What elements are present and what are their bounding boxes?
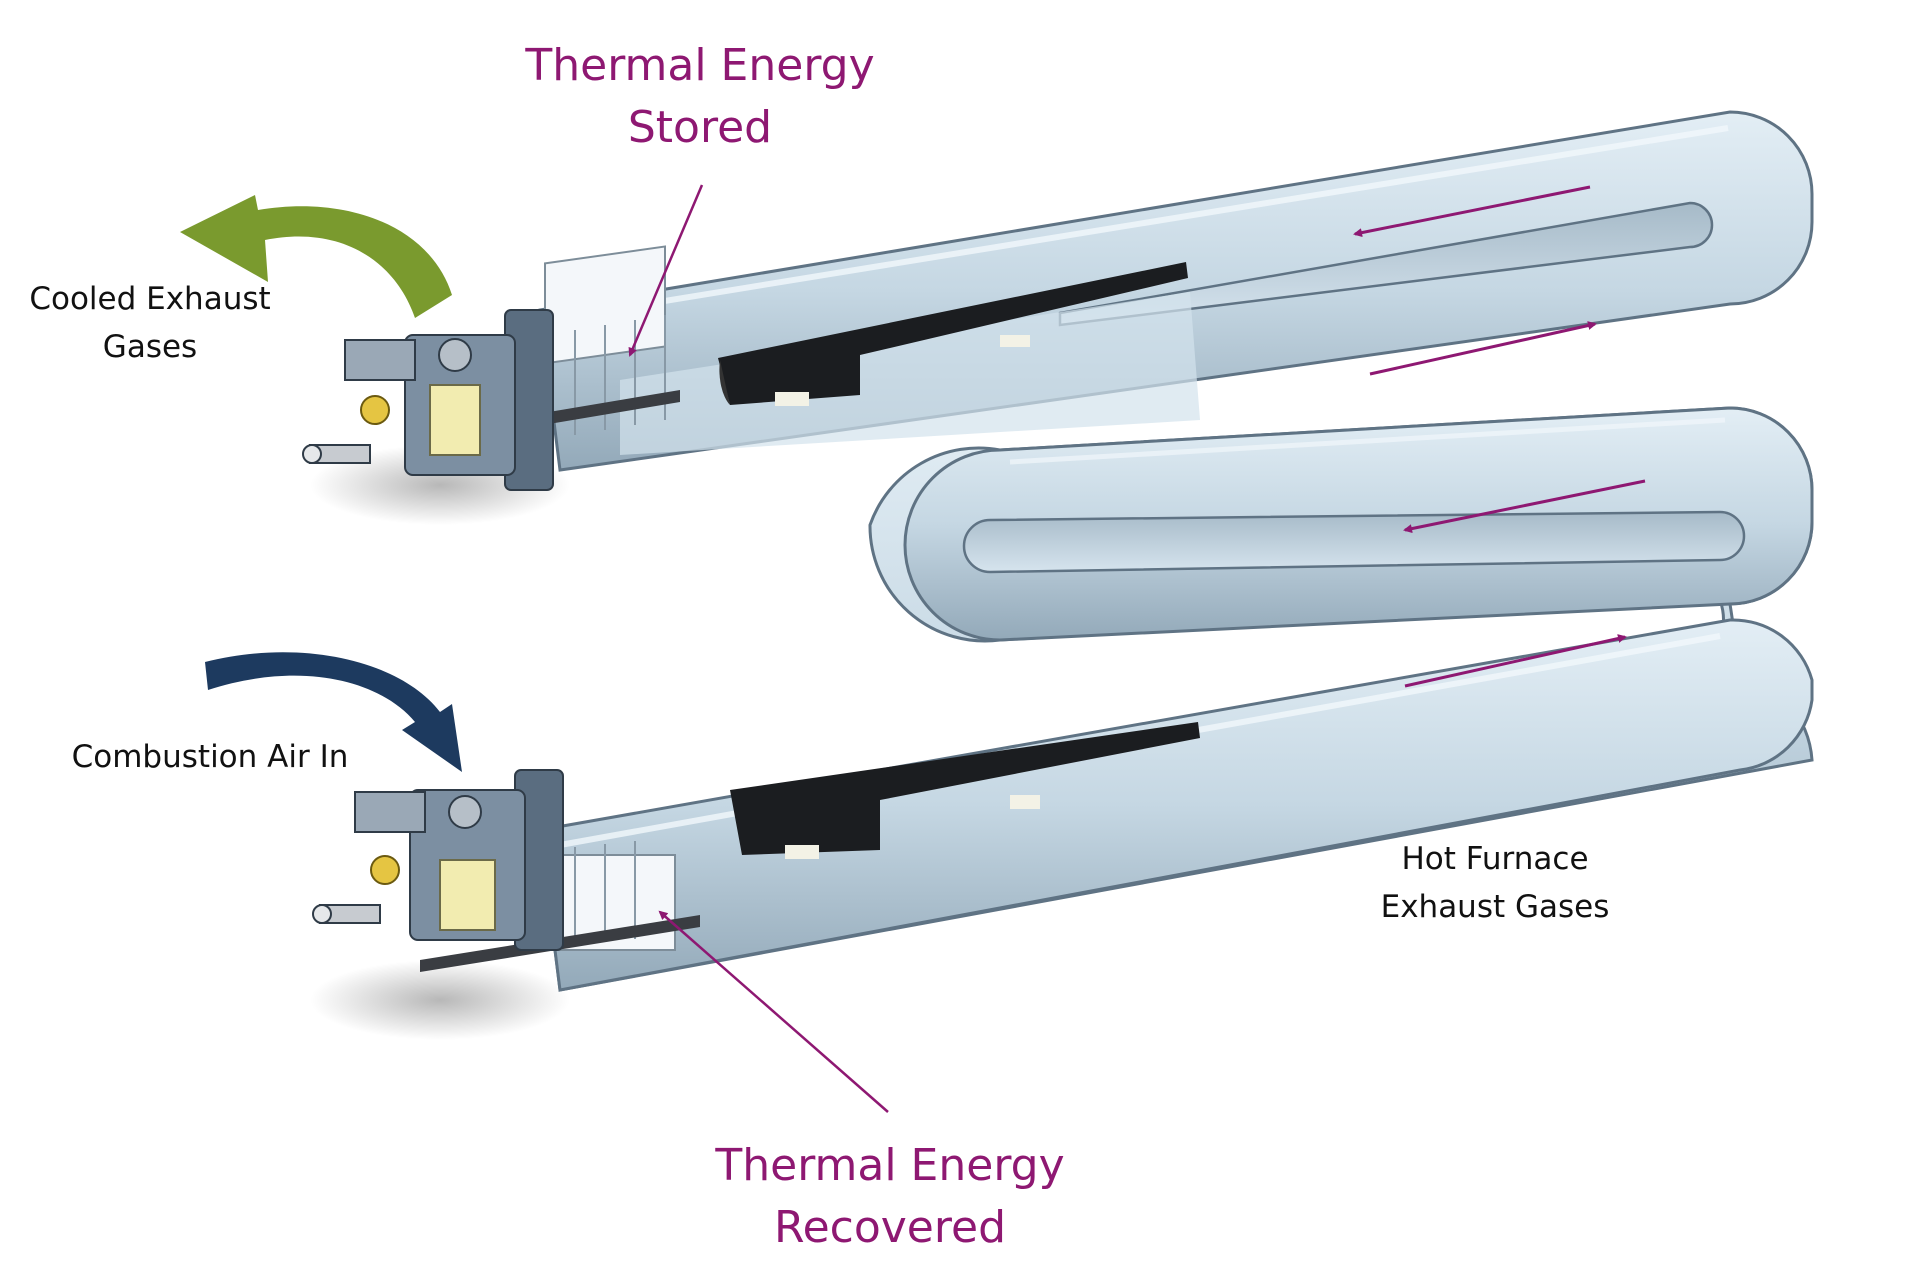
combustion-air-text: Combustion Air In: [71, 739, 349, 775]
upper-burner-head: [302, 309, 554, 491]
stored-line-2: Stored: [627, 102, 773, 153]
flow-arrow-icon: [1353, 185, 1591, 238]
flow-arrow-icon: [1403, 479, 1646, 534]
label-combustion-air-in: Combustion Air In: [40, 733, 380, 781]
label-thermal-energy-stored: Thermal Energy Stored: [515, 35, 885, 159]
cooled-line-1: Cooled Exhaust: [29, 281, 271, 317]
recovered-line-2: Recovered: [773, 1202, 1006, 1253]
flow-arrows: [1353, 185, 1646, 688]
stored-leader-line: [628, 184, 704, 357]
curved-arrow-icon: [180, 195, 452, 318]
recovered-leader-line: [658, 910, 889, 1113]
label-hot-furnace-exhaust-gases: Hot Furnace Exhaust Gases: [1340, 835, 1650, 931]
recovered-line-1: Thermal Energy: [715, 1140, 1065, 1191]
stored-line-1: Thermal Energy: [525, 40, 875, 91]
cooled-line-2: Gases: [102, 329, 198, 365]
hot-line-2: Exhaust Gases: [1380, 889, 1610, 925]
flow-arrow-icon: [1369, 321, 1597, 376]
label-cooled-exhaust-gases: Cooled Exhaust Gases: [10, 275, 290, 371]
curved-arrow-icon: [205, 652, 462, 772]
label-thermal-energy-recovered: Thermal Energy Recovered: [705, 1135, 1075, 1259]
lower-burner-head: [312, 769, 564, 951]
flow-arrow-icon: [1404, 634, 1627, 688]
hot-line-1: Hot Furnace: [1401, 841, 1589, 877]
